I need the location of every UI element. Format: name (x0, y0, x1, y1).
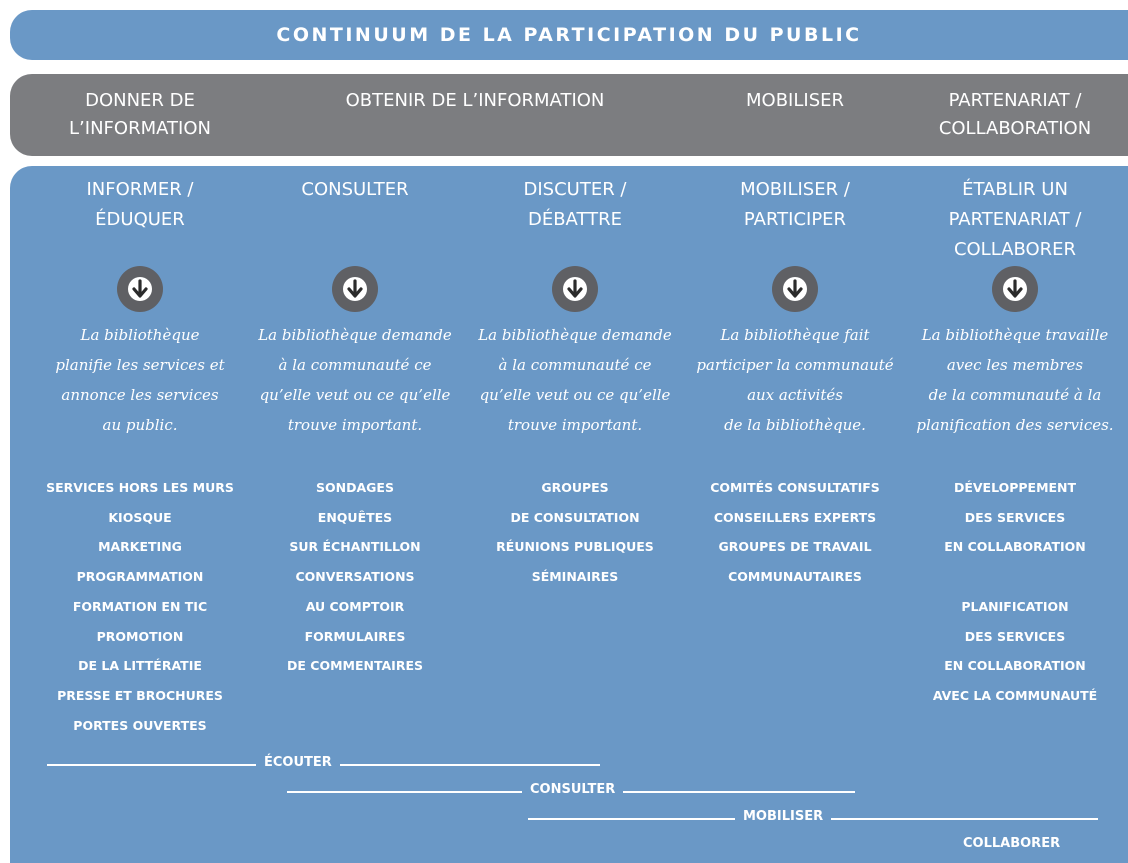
scale-label-consult: CONSULTER (522, 782, 624, 797)
list-item: EN COLLABORATION (944, 658, 1086, 674)
category-obtain-information: OBTENIR DE L’INFORMATION (345, 90, 605, 111)
scale-listen: ÉCOUTER (47, 752, 600, 776)
column-title: INFORMER / ÉDUQUER (86, 179, 194, 230)
diagram-title: CONTINUUM DE LA PARTICIPATION DU PUBLIC (276, 24, 862, 46)
column-description: La bibliothèque demande à la communauté … (258, 326, 452, 434)
list-item: COMMUNAUTAIRES (728, 569, 862, 585)
column-items: GROUPES DE CONSULTATION RÉUNIONS PUBLIQU… (459, 473, 691, 592)
list-item: RÉUNIONS PUBLIQUES (496, 539, 654, 555)
scale-collaborate: COLLABORER (955, 833, 1085, 857)
column-title: ÉTABLIR UN PARTENARIAT / COLLABORER (948, 179, 1082, 260)
list-item: FORMATION EN TIC (72, 598, 208, 614)
arrow-down-icon (552, 266, 598, 312)
list-item: DES SERVICES (964, 509, 1066, 525)
list-item: EN COLLABORATION (944, 539, 1086, 555)
column-description: La bibliothèque demande à la communauté … (478, 326, 672, 434)
column-title: DISCUTER / DÉBATTRE (523, 179, 627, 230)
list-item: DE CONSULTATION (510, 509, 640, 525)
list-item: CONSEILLERS EXPERTS (713, 509, 877, 525)
list-item: GROUPES DE TRAVAIL (718, 539, 872, 555)
scale-label-collaborate: COLLABORER (955, 836, 1069, 851)
column-consult: CONSULTER La bibliothèque demande à la c… (245, 175, 465, 735)
column-items: SONDAGES ENQUÊTES SUR ÉCHANTILLON CONVER… (239, 473, 471, 681)
list-item: ENQUÊTES (317, 509, 393, 525)
list-item: DE LA LITTÉRATIE (78, 658, 202, 674)
arrow-down-icon (332, 266, 378, 312)
scale-label-listen: ÉCOUTER (256, 755, 340, 770)
list-item: PLANIFICATION (961, 598, 1069, 614)
list-item: MARKETING (98, 539, 182, 555)
scale-mobilize: MOBILISER (528, 806, 1098, 830)
column-description: La bibliothèque travaille avec les membr… (916, 326, 1114, 434)
category-give-information: DONNER DE L’INFORMATION (69, 90, 211, 139)
arrow-down-icon (117, 266, 163, 312)
list-item (899, 562, 1128, 592)
list-item: DE COMMENTAIRES (287, 658, 423, 674)
arrow-down-icon (772, 266, 818, 312)
column-items: COMITÉS CONSULTATIFS CONSEILLERS EXPERTS… (679, 473, 911, 592)
list-item: KIOSQUE (108, 509, 172, 525)
list-item: AU COMPTOIR (305, 598, 405, 614)
list-item: CONVERSATIONS (295, 569, 415, 585)
column-mobilize: MOBILISER / PARTICIPER La bibliothèque f… (685, 175, 905, 735)
column-description: La bibliothèque fait participer la commu… (696, 326, 894, 434)
category-mobilize: MOBILISER (746, 90, 844, 111)
title-bar: CONTINUUM DE LA PARTICIPATION DU PUBLIC (10, 10, 1128, 60)
column-title: MOBILISER / PARTICIPER (740, 179, 850, 230)
list-item: PORTES OUVERTES (73, 717, 207, 733)
column-title: CONSULTER (301, 179, 409, 200)
list-item: COMITÉS CONSULTATIFS (710, 480, 880, 495)
list-item: PROMOTION (96, 628, 184, 644)
column-items: DÉVELOPPEMENT DES SERVICES EN COLLABORAT… (899, 473, 1128, 711)
list-item: AVEC LA COMMUNAUTÉ (932, 687, 1098, 703)
arrow-down-icon (992, 266, 1038, 312)
scale-consult: CONSULTER (287, 779, 855, 803)
list-item: GROUPES (541, 480, 609, 495)
column-collaborate: ÉTABLIR UN PARTENARIAT / COLLABORER La b… (905, 175, 1125, 735)
list-item: SUR ÉCHANTILLON (289, 539, 421, 555)
list-item: DÉVELOPPEMENT (953, 480, 1077, 495)
column-discuss: DISCUTER / DÉBATTRE La bibliothèque dema… (465, 175, 685, 735)
list-item: FORMULAIRES (304, 628, 406, 644)
list-item: SONDAGES (316, 480, 394, 495)
column-description: La bibliothèque planifie les services et… (55, 326, 225, 434)
category-partnership: PARTENARIAT / COLLABORATION (938, 90, 1092, 139)
list-item: DES SERVICES (964, 628, 1066, 644)
list-item: PROGRAMMATION (76, 569, 204, 585)
list-item: SÉMINAIRES (531, 569, 619, 585)
list-item: PRESSE ET BROCHURES (57, 687, 223, 703)
category-band (10, 74, 1128, 156)
column-items: SERVICES HORS LES MURS KIOSQUE MARKETING… (24, 473, 256, 740)
column-inform: INFORMER / ÉDUQUER La bibliothèque plani… (30, 175, 250, 735)
scale-label-mobilize: MOBILISER (735, 809, 832, 824)
list-item: SERVICES HORS LES MURS (46, 480, 234, 495)
